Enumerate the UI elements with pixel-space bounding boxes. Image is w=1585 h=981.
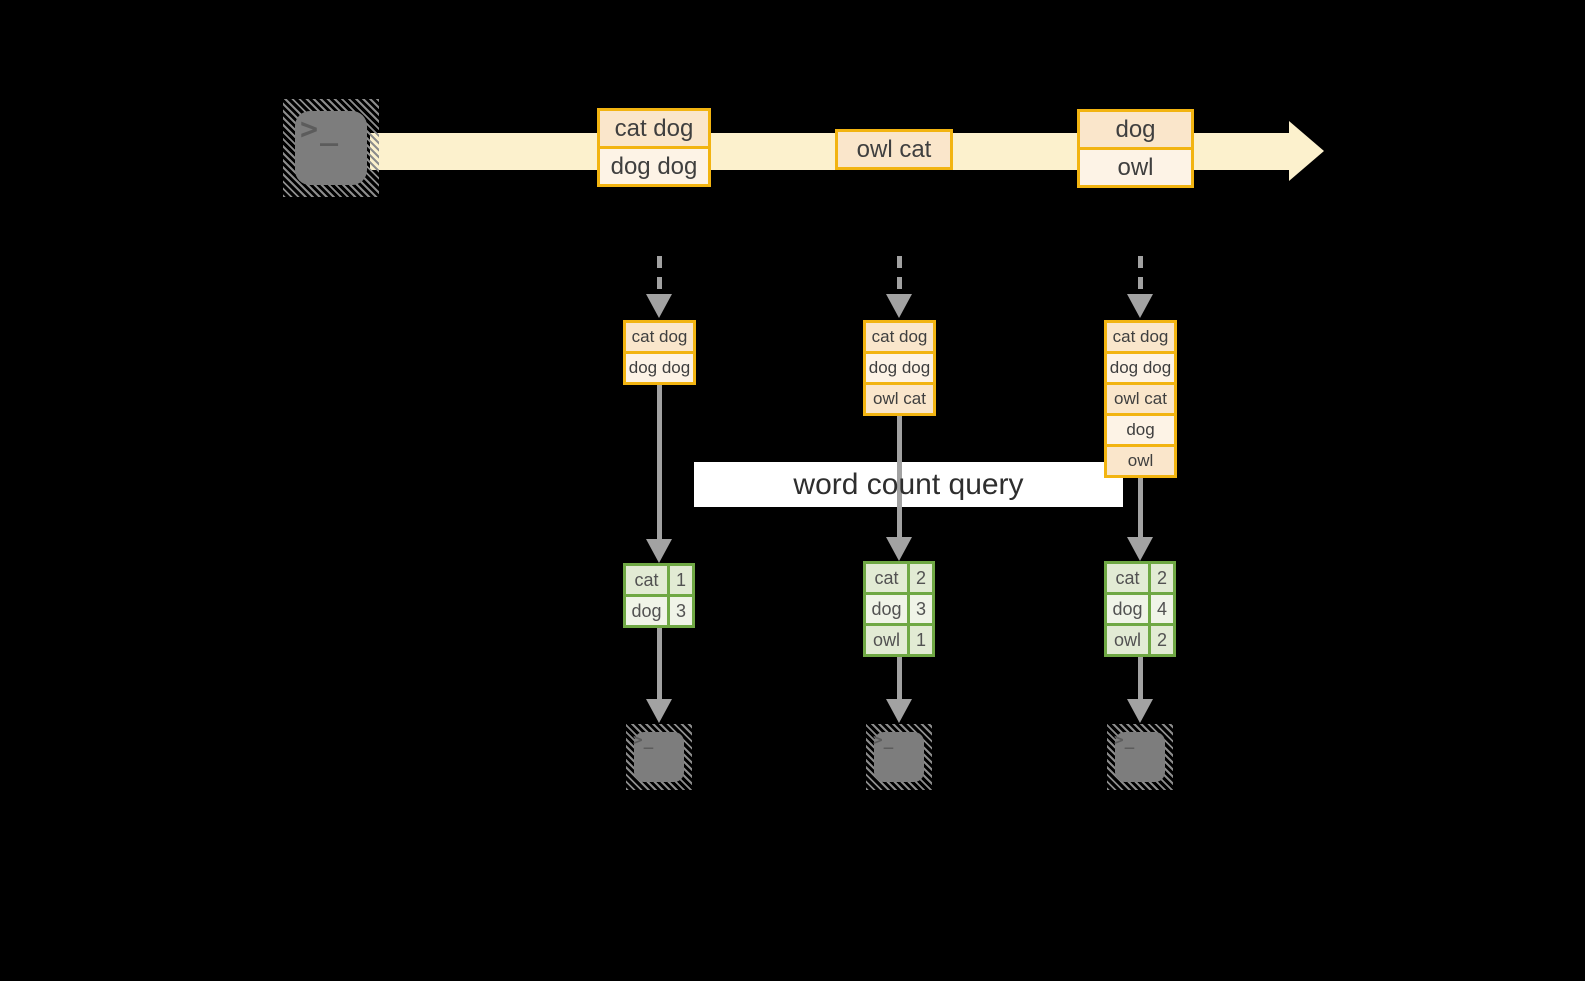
count-table-word-cell: dog [1107,595,1148,623]
arrow-shaft [896,416,902,541]
arrowhead-icon [646,294,672,318]
terminal-prompt-glyph: >_ [633,730,655,749]
stream-event-row: owl [1080,147,1191,185]
state-row: owl cat [866,382,933,413]
arrowhead-icon [886,537,912,561]
count-table-word-cell: dog [866,595,907,623]
stream-event-box-1: cat dog dog dog [597,108,711,187]
count-table-value-cell: 3 [670,597,692,625]
stream-event-row: dog [1080,112,1191,147]
count-table-col2: cat 2 dog 3 owl 1 [863,561,935,657]
state-box-col1: cat dog dog dog [623,320,696,385]
terminal-icon-output-2: >_ [866,724,932,790]
arrow-shaft [1137,256,1143,298]
count-table-word-cell: cat [1107,564,1148,592]
count-table-value-cell: 1 [910,626,932,654]
state-row: dog [1107,413,1174,444]
count-table-value-cell: 3 [910,595,932,623]
query-label-box [694,462,1123,507]
stream-event-box-3: dog owl [1077,109,1194,188]
state-row: cat dog [866,323,933,351]
count-table-word-cell: owl [1107,626,1148,654]
state-row: dog dog [866,351,933,382]
arrow-shaft [656,385,662,543]
count-table-value-cell: 2 [1151,626,1173,654]
stream-event-row: owl cat [838,132,950,167]
arrowhead-icon [886,699,912,723]
arrow-shaft [896,256,902,298]
arrowhead-icon [1127,294,1153,318]
state-row: owl cat [1107,382,1174,413]
terminal-screen [295,111,367,185]
terminal-prompt-glyph: >_ [873,730,895,749]
count-table-word-cell: owl [866,626,907,654]
stream-event-box-2: owl cat [835,129,953,170]
state-row: owl [1107,444,1174,475]
terminal-screen [874,732,924,782]
state-box-col3: cat dog dog dog owl cat dog owl [1104,320,1177,478]
arrowhead-icon [646,539,672,563]
arrow-shaft [1137,657,1143,703]
count-table-word-cell: cat [626,566,667,594]
stream-arrowhead [1289,121,1324,181]
arrow-state-to-table-col2 [885,416,913,561]
count-table-word-cell: dog [626,597,667,625]
dashed-arrow-col2 [885,256,913,318]
count-table-value-cell: 1 [670,566,692,594]
arrow-shaft [656,256,662,298]
arrow-table-to-terminal-col2 [885,657,913,723]
arrow-table-to-terminal-col1 [645,628,673,723]
stream-event-row: dog dog [600,146,708,184]
arrowhead-icon [886,294,912,318]
count-table-value-cell: 2 [1151,564,1173,592]
arrow-shaft [1137,478,1143,541]
terminal-prompt-glyph: >_ [1114,730,1136,749]
count-table-value-cell: 4 [1151,595,1173,623]
arrowhead-icon [1127,699,1153,723]
state-row: cat dog [626,323,693,351]
dashed-arrow-col3 [1126,256,1154,318]
arrowhead-icon [646,699,672,723]
count-table-col3: cat 2 dog 4 owl 2 [1104,561,1176,657]
count-table-value-cell: 2 [910,564,932,592]
state-row: dog dog [626,351,693,382]
arrow-shaft [656,628,662,703]
count-table-word-cell: cat [866,564,907,592]
terminal-icon-source: >_ [283,99,379,197]
state-box-col2: cat dog dog dog owl cat [863,320,936,416]
count-table-col1: cat 1 dog 3 [623,563,695,628]
terminal-icon-output-1: >_ [626,724,692,790]
query-label: word count query [793,467,1024,501]
terminal-prompt-glyph: >_ [300,112,341,147]
terminal-screen [1115,732,1165,782]
arrow-shaft [896,657,902,703]
terminal-screen [634,732,684,782]
arrow-state-to-table-col1 [645,385,673,563]
arrow-table-to-terminal-col3 [1126,657,1154,723]
state-row: dog dog [1107,351,1174,382]
stream-event-row: cat dog [600,111,708,146]
terminal-icon-output-3: >_ [1107,724,1173,790]
arrow-state-to-table-col3 [1126,478,1154,561]
arrowhead-icon [1127,537,1153,561]
dashed-arrow-col1 [645,256,673,318]
state-row: cat dog [1107,323,1174,351]
